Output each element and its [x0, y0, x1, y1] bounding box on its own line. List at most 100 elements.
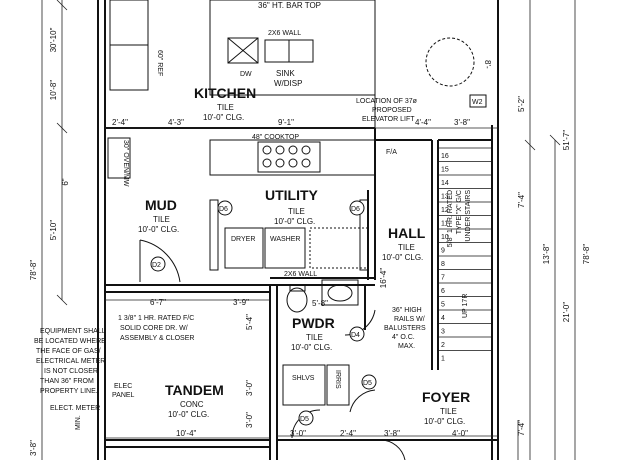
dim-78-8-right: 78'-8" [582, 244, 591, 265]
note-equipment-3: THE FACE OF GAS/ [36, 348, 101, 355]
note-elevator-3: ELEVATOR LIFT [362, 116, 415, 123]
stair-number: 1 [441, 356, 445, 363]
hall-finish-ceiling: 10'-0" CLG. [382, 253, 423, 262]
dimension-lines [41, 0, 576, 460]
tag-d2: D2 [152, 262, 161, 269]
dim-3-8c: 3'-8" [29, 440, 38, 456]
note-min: MIN. [75, 415, 82, 430]
stair-number: 4 [441, 315, 445, 322]
pwdr-finish-ceiling: 10'-0" CLG. [291, 343, 332, 352]
note-equipment-6: THAN 36" FROM [40, 378, 94, 385]
room-label-utility: UTILITY [265, 187, 319, 203]
burner-8 [301, 158, 311, 168]
room-label-foyer: FOYER [422, 389, 470, 405]
note-oven: 30" OVEN/MW [122, 140, 129, 187]
room-label-hall: HALL [388, 225, 426, 241]
note-bar-top: 36" HT. BAR TOP [258, 1, 321, 10]
note-door-1: 1 3/8" 1 HR. RATED F/C [118, 315, 194, 322]
utility-door-jamb-left [209, 199, 219, 271]
note-irris: IRRIS [334, 370, 341, 389]
cooktop [257, 141, 321, 173]
dim-5-8: 5'-8" [312, 299, 328, 308]
dim-4-3: 4'-3" [168, 118, 184, 127]
note-stair-3: UNDER STAIRS [465, 190, 472, 242]
stair-number: 11 [441, 221, 448, 228]
note-stair-1: 5/8" 1 HR. RATED [447, 190, 454, 247]
note-2x6-wall-top: 2X6 WALL [268, 30, 301, 37]
tag-d6a-circle [217, 200, 233, 216]
stair-number: 15 [441, 167, 449, 174]
note-fa: F/A [386, 149, 397, 156]
dim-21-0: 21'-0" [562, 302, 571, 323]
stair-number: 8 [441, 261, 445, 268]
shelves-door-swing [349, 389, 376, 413]
burner-1 [262, 145, 272, 155]
kitchen-finish-ceiling: 10'-0" CLG. [203, 113, 244, 122]
dim-5-4: 5'-4" [245, 314, 254, 330]
note-equipment-7: PROPERTY LINE. [40, 388, 98, 395]
pwdr-door-swing [344, 309, 376, 336]
note-elec-panel-1: ELEC [114, 383, 132, 390]
dim-4-4: 4'-4" [415, 118, 431, 127]
note-door-2: SOLID CORE DR. W/ [120, 325, 188, 332]
utility-finish-material: TILE [288, 207, 305, 216]
mud-finish-ceiling: 10'-0" CLG. [138, 225, 179, 234]
note-shlvs: SHLVS [292, 375, 315, 382]
note-cooktop: 48" COOKTOP [252, 134, 299, 141]
utility-fixtures [209, 199, 369, 271]
burner-6 [275, 158, 285, 168]
dim-51-7: 51'-7" [562, 130, 571, 151]
pwdr-finish-material: TILE [306, 333, 323, 342]
dim-2-4b: 2'-4" [340, 429, 356, 438]
stair-number: 16 [441, 153, 449, 160]
note-ref: 60" REF [156, 50, 163, 76]
room-label-tandem: TANDEM [165, 382, 224, 398]
hall-finish-material: TILE [398, 243, 415, 252]
tag-d6b-circle [349, 200, 365, 216]
burner-5 [262, 158, 272, 168]
dim-13-8: 13'-8" [542, 244, 551, 265]
kitchen-finish-material: TILE [217, 103, 234, 112]
mud-door-swing [139, 239, 181, 283]
note-washer: WASHER [270, 236, 300, 243]
tag-w2-box [469, 94, 487, 108]
dim-3-0c: 3'-0" [290, 429, 306, 438]
annotations: 36" HT. BAR TOP 2X6 WALL SINK W/DISP DW … [34, 1, 472, 430]
note-equipment-1: EQUIPMENT SHALL [40, 328, 106, 335]
stair-treads [438, 147, 492, 351]
dim-5-10: 5'-10" [49, 220, 58, 241]
kitchen-island [209, 0, 376, 96]
kitchen-fixtures [107, 0, 475, 179]
stair-number: 13 [441, 194, 449, 201]
dim-8: 8'- [483, 60, 492, 69]
stair-number: 9 [441, 248, 445, 255]
stair-number: 2 [441, 342, 445, 349]
dim-10-8: 10'-8" [49, 80, 58, 101]
foyer-finish-ceiling: 10'-0" CLG. [424, 417, 465, 426]
tag-d5b-circle [298, 410, 314, 426]
tag-d6a: D6 [219, 206, 228, 213]
foyer-door-swing [379, 439, 406, 460]
dim-3-8a: 3'-8" [454, 118, 470, 127]
dim-10-4: 10'-4" [176, 429, 197, 438]
toilet [286, 287, 308, 313]
tag-d4-circle [349, 326, 365, 342]
tag-d6b: D6 [351, 206, 360, 213]
tag-d2-circle [150, 256, 166, 272]
note-rails-1: 36" HIGH [392, 307, 422, 314]
stair-number: 14 [441, 180, 449, 187]
tag-d5: D5 [363, 380, 372, 387]
dim-tick-1 [56, 0, 68, 11]
dim-3-9: 3'-9" [233, 298, 249, 307]
vanity [321, 279, 359, 306]
room-labels: KITCHEN UTILITY MUD HALL PWDR TANDEM FOY… [145, 85, 470, 405]
note-elec-panel-2: PANEL [112, 392, 135, 399]
utility-finish-ceiling: 10'-0" CLG. [274, 217, 315, 226]
tandem-finish-material: CONC [180, 400, 204, 409]
note-sink-disp: W/DISP [274, 79, 302, 88]
note-elevator-1: LOCATION OF 37ø [356, 98, 418, 105]
foyer-finish-material: TILE [440, 407, 457, 416]
dim-2-4: 2'-4" [112, 118, 128, 127]
note-rails-4: 4" O.C. [392, 334, 415, 341]
burner-3 [288, 145, 298, 155]
